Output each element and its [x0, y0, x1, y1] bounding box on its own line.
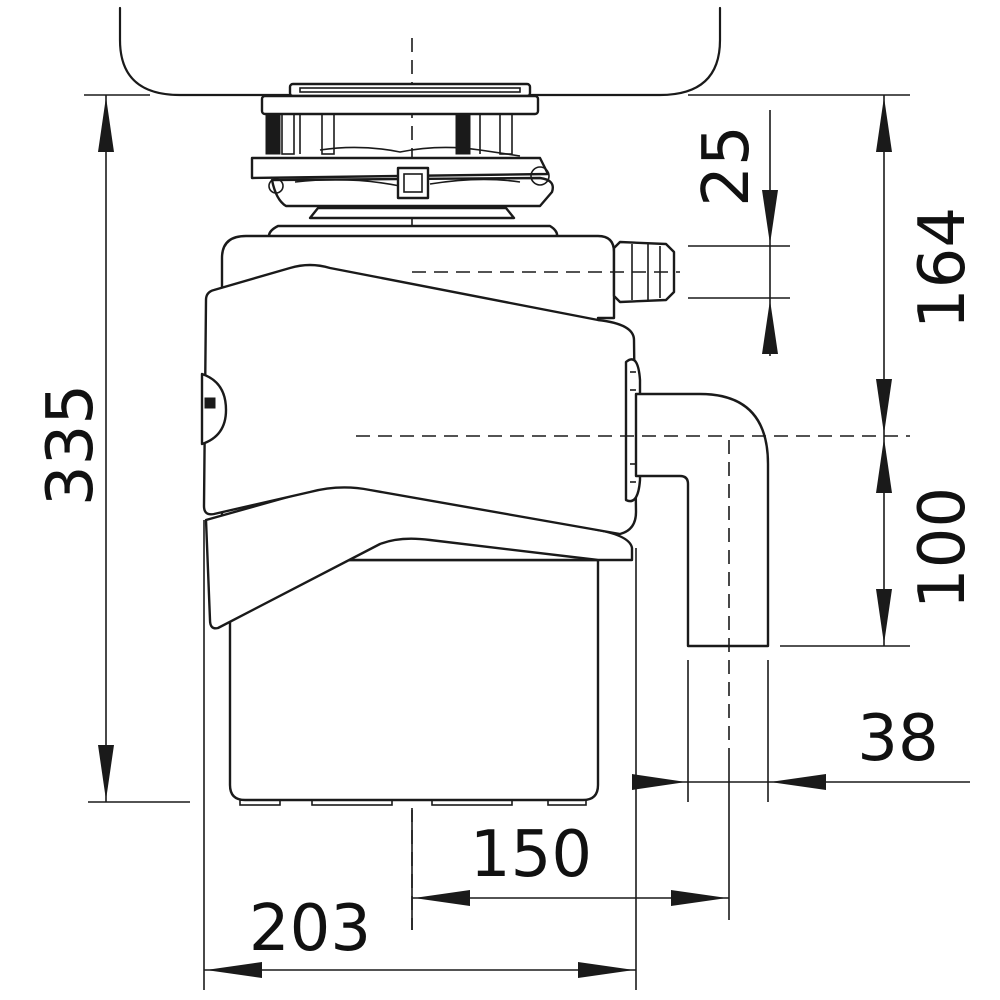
dimension-label-38: 38	[857, 702, 938, 776]
dimension-label-150: 150	[470, 818, 592, 892]
dimension-outlet-diameter: 38	[632, 702, 970, 790]
dimension-label-203: 203	[249, 892, 371, 966]
dimension-total-height: 335	[34, 95, 114, 802]
discharge-elbow	[634, 392, 770, 648]
dimension-label-335: 335	[34, 384, 108, 506]
dimension-label-164: 164	[906, 207, 980, 329]
dimension-body-width: 203	[204, 892, 636, 978]
dimension-outlet-to-bottom: 100	[876, 436, 980, 646]
extension-lines	[84, 94, 910, 990]
dimension-center-to-outlet: 150	[412, 818, 729, 906]
sink-bowl-outline	[118, 6, 722, 97]
dimension-inlet-diameter: 25	[690, 110, 778, 356]
mounting-assembly	[250, 82, 559, 242]
dimension-top-to-outlet: 164	[876, 95, 980, 436]
dimension-label-25: 25	[690, 125, 764, 206]
disposer-body	[200, 234, 642, 806]
dimension-label-100: 100	[906, 487, 980, 609]
